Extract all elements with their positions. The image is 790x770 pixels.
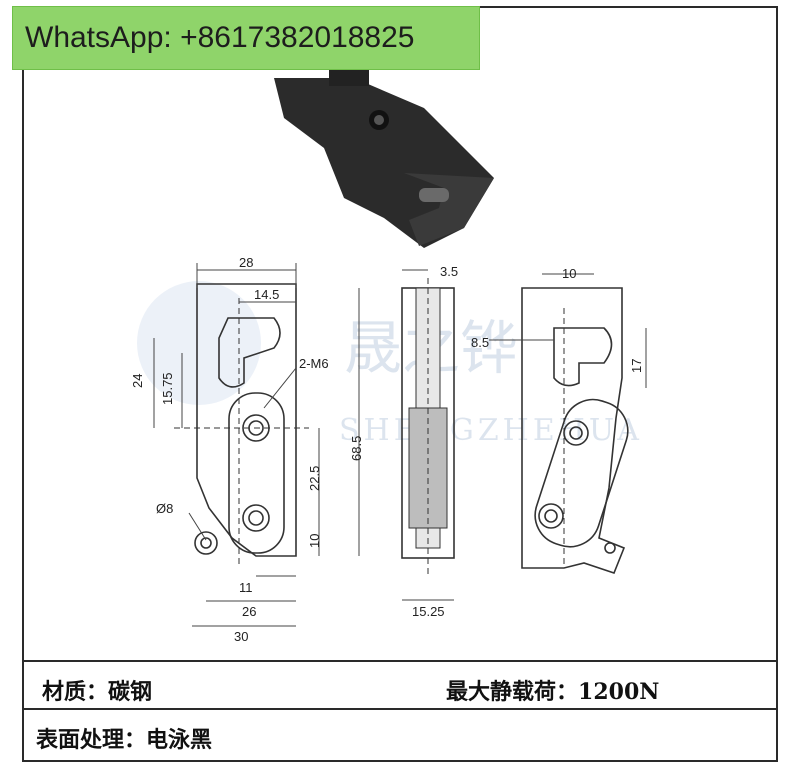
dim-22-5: 22.5 [307,466,322,491]
product-photo [274,68,494,248]
finish-value: 电泳黑 [146,727,213,753]
dim-26: 26 [242,604,256,619]
dim-11: 11 [239,580,253,595]
dim-10-bottom: 10 [307,534,322,548]
dim-30: 30 [234,629,248,644]
dim-15-75: 15.75 [160,372,175,405]
watermark: 晟之铧 SHENGZHEHUA [137,281,643,448]
material-cell: 材质：碳钢 [42,674,152,706]
side-view [401,278,455,578]
watermark-en: SHENGZHEHUA [339,413,643,448]
technical-drawing: 晟之铧 SHENGZHEHUA [130,68,647,644]
spec-row-finish: 表面处理：电泳黑 [24,710,776,760]
whatsapp-contact-badge[interactable]: WhatsApp: +8617382018825 [12,6,480,70]
dim-8-5: 8.5 [471,335,489,350]
dim-17: 17 [629,359,644,373]
material-value: 碳钢 [108,679,153,705]
finish-label: 表面处理： [36,727,147,753]
dim-2-m6: 2-M6 [299,356,329,371]
dim-14-5: 14.5 [254,287,279,302]
back-view [521,287,629,574]
whatsapp-contact-text: WhatsApp: +8617382018825 [25,21,415,54]
material-label: 材质： [42,679,109,705]
load-value: 1200N [578,679,660,705]
dim-3-5: 3.5 [440,264,458,279]
spec-row-material-load: 材质：碳钢 最大静载荷：1200N [24,660,776,710]
finish-cell: 表面处理：电泳黑 [36,722,212,754]
dimension-labels: 28 14.5 24 15.75 2-M6 68.5 22.5 10 Ø8 11… [130,255,644,644]
front-view [174,283,309,568]
load-label: 最大静载荷： [446,679,579,705]
dim-68-5: 68.5 [349,436,364,461]
dim-28: 28 [239,255,253,270]
dim-back-10: 10 [562,266,576,281]
load-cell: 最大静载荷：1200N [446,674,659,706]
dim-15-25: 15.25 [412,604,445,619]
dimension-lines [153,263,647,627]
dim-24: 24 [130,374,145,388]
dim-hole-8: Ø8 [156,501,173,516]
